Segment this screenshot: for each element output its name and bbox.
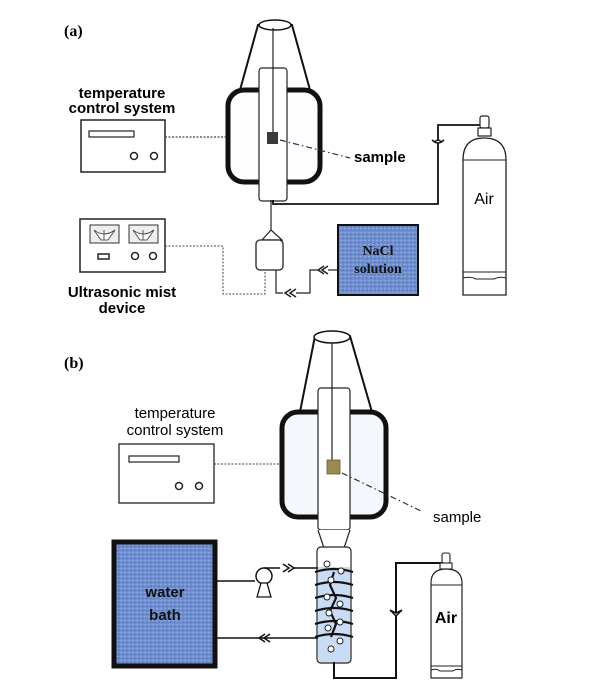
temp-control-label-line2: control system <box>69 100 176 117</box>
flow-arrow-icon <box>282 563 296 573</box>
air-label-b: Air <box>435 610 457 627</box>
pump-icon <box>255 567 280 598</box>
sample-pointer <box>279 139 351 159</box>
mist-chamber <box>255 239 284 271</box>
temp-control-unit <box>80 119 166 173</box>
panel-b-label: (b) <box>64 355 84 372</box>
flow-arrow-icon <box>257 633 271 643</box>
ultrasonic-label-line1: Ultrasonic mist <box>68 284 176 301</box>
bubbles <box>323 560 345 653</box>
furnace-b <box>279 330 389 549</box>
nacl-solution-box <box>337 224 419 296</box>
check-valve-icon-b <box>389 609 403 618</box>
sample-pointer-b <box>341 472 422 512</box>
temp-control-label-line1: temperature <box>79 85 166 102</box>
air-cylinder-b <box>430 552 463 679</box>
temp-control-unit-b <box>118 443 215 504</box>
temp-control-label-line1-b: temperature <box>135 405 216 422</box>
air-label-a: Air <box>474 191 494 208</box>
nacl-label-line2: solution <box>354 262 402 277</box>
furnace <box>225 19 323 202</box>
flow-arrow-icon <box>316 265 329 275</box>
water-bath-label-line2: bath <box>149 607 181 624</box>
temp-control-label-line2-b: control system <box>127 422 224 439</box>
check-valve-icon <box>431 139 445 144</box>
ultrasonic-label-line2: device <box>99 300 146 317</box>
panel-b: (b) temperature control system sample <box>64 330 481 679</box>
panel-a: (a) temperature control system sample <box>64 19 507 317</box>
panel-a-label: (a) <box>64 23 83 40</box>
water-bath-box <box>111 539 218 669</box>
air-line-a <box>272 124 484 205</box>
sample-block <box>267 132 278 144</box>
bubbler-column <box>314 546 354 664</box>
water-bath-label-line1: water <box>144 584 184 601</box>
ultrasonic-wire <box>165 245 266 295</box>
nacl-label-line1: NaCl <box>362 244 393 259</box>
sample-label-b: sample <box>433 509 481 526</box>
ultrasonic-device <box>79 218 166 273</box>
heating-coil <box>314 567 354 639</box>
air-line-b <box>333 562 446 679</box>
air-cylinder-a <box>462 115 507 296</box>
sample-label-a: sample <box>354 149 406 166</box>
sample-block-b <box>326 459 341 475</box>
flow-arrow-icon <box>283 288 297 298</box>
